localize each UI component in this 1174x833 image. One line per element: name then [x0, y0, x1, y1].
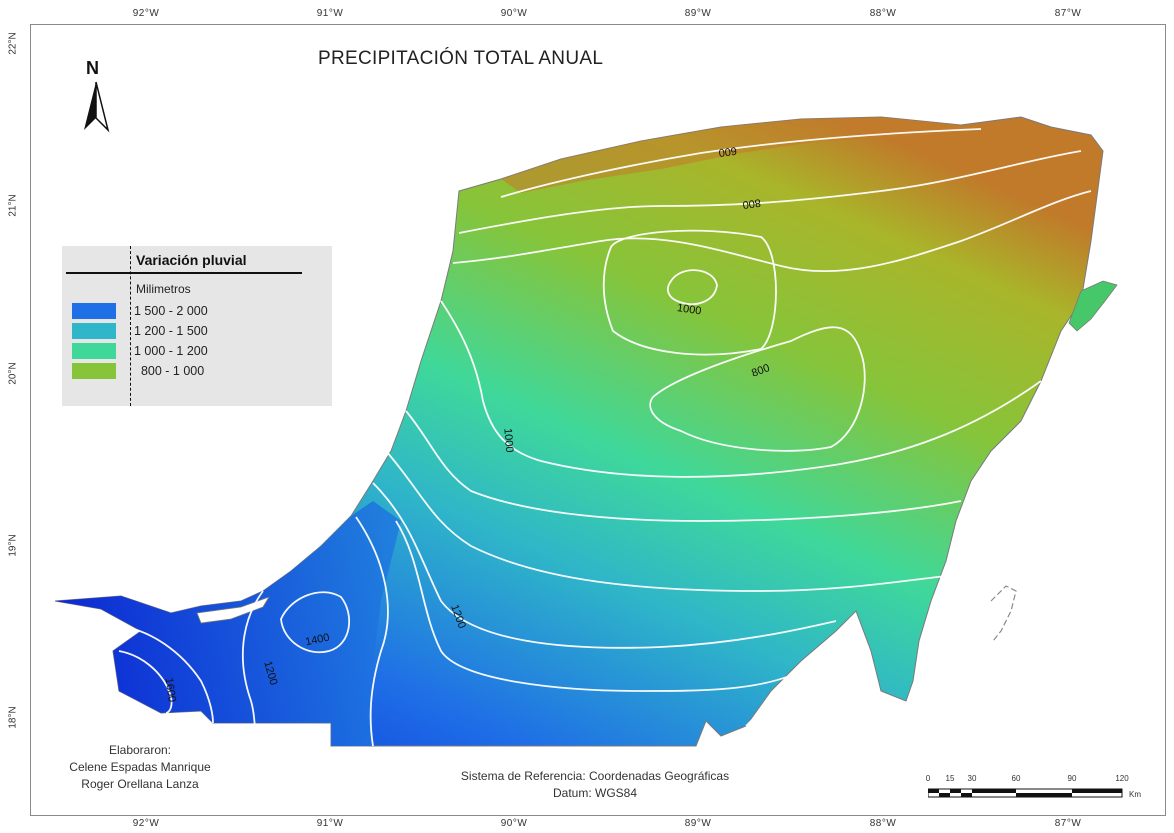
latitude-label-19n: 19°N: [7, 534, 19, 557]
contour-1400-ring: [280, 591, 350, 654]
legend-rule: [66, 272, 302, 274]
contour-1000-main: [440, 300, 1042, 478]
map-frame: 600 800 1000 800 1000 1200 1400 1200 160…: [30, 24, 1166, 816]
longitude-label-89w-bottom: 89°W: [684, 818, 712, 829]
contour-label-1000-main: 1000: [501, 428, 515, 453]
legend-swatch: [72, 363, 116, 379]
scale-tick-label: 0: [925, 774, 931, 783]
scale-tick-label: 90: [1067, 774, 1077, 783]
contour-west-1600-inner: [118, 650, 173, 714]
scale-bar-graphic: [928, 788, 1123, 798]
reference-system: Sistema de Referencia: Coordenadas Geogr…: [460, 769, 730, 783]
map-canvas: 600 800 1000 800 1000 1200 1400 1200 160…: [54, 116, 1118, 747]
contour-1200-western: [355, 516, 389, 747]
reference-block: Sistema de Referencia: Coordenadas Geogr…: [400, 768, 790, 802]
legend-item: 1 200 - 1 500: [72, 322, 208, 340]
legend-item-label: 1 500 - 2 000: [134, 304, 208, 318]
legend-item-label: 800 - 1 000: [134, 364, 205, 378]
longitude-label-88w-bottom: 88°W: [869, 818, 897, 829]
longitude-label-92w: 92°W: [132, 8, 160, 19]
isohyet-labels: 600 800 1000 800 1000 1200 1400 1200 160…: [163, 144, 772, 703]
longitude-label-92w-bottom: 92°W: [132, 818, 160, 829]
laguna-island: [196, 596, 270, 624]
legend-item: 1 500 - 2 000: [72, 302, 208, 320]
legend-item: 800 - 1 000: [72, 362, 204, 380]
longitude-label-91w-bottom: 91°W: [316, 818, 344, 829]
contour-label-1600: 1600: [163, 677, 178, 703]
credits-heading: Elaboraron:: [108, 743, 172, 757]
contour-800-north: [458, 150, 1082, 234]
contour-label-600: 600: [718, 144, 738, 158]
southwest-wet-zone: [55, 501, 401, 746]
contour-1000-ring: [602, 229, 777, 356]
legend-item: 1 000 - 1 200: [72, 342, 208, 360]
contour-south-c: [372, 482, 837, 649]
latitude-label-21n: 21°N: [7, 194, 19, 217]
contour-label-1000-inner: 1000: [676, 302, 702, 317]
isohyet-lines: [118, 128, 1092, 747]
contour-south-d: [395, 520, 802, 692]
longitude-label-90w-bottom: 90°W: [500, 818, 528, 829]
credits-author-1: Celene Espadas Manrique: [69, 760, 211, 774]
longitude-label-87w: 87°W: [1054, 8, 1082, 19]
north-arrow-label: N: [86, 58, 99, 78]
contour-south-a: [405, 410, 962, 522]
north-arrow-icon: [84, 81, 110, 133]
legend-title: Variación pluvial: [136, 252, 247, 268]
credits-block: Elaboraron: Celene Espadas Manrique Roge…: [40, 742, 240, 793]
longitude-label-91w: 91°W: [316, 8, 344, 19]
latitude-label-22n: 22°N: [7, 32, 19, 55]
contour-west-1200: [241, 590, 264, 747]
contour-800-dry-pocket: [649, 326, 866, 452]
cozumel-island: [1068, 280, 1118, 332]
map-title: PRECIPITACIÓN TOTAL ANUAL: [318, 48, 604, 69]
longitude-label-89w: 89°W: [684, 8, 712, 19]
legend-item-label: 1 200 - 1 500: [134, 324, 208, 338]
longitude-label-87w-bottom: 87°W: [1054, 818, 1082, 829]
scale-bar: 0 15 30 60 90 120 Km: [924, 774, 1141, 804]
scale-tick-label: 120: [1115, 774, 1129, 783]
scale-unit: Km: [1129, 790, 1141, 799]
latitude-label-18n: 18°N: [7, 706, 19, 729]
legend-item-label: 1 000 - 1 200: [134, 344, 208, 358]
contour-600: [500, 128, 982, 198]
contour-north-loop: [452, 190, 1092, 273]
scale-tick-label: 15: [945, 774, 955, 783]
longitude-label-90w: 90°W: [500, 8, 528, 19]
contour-label-800-pocket: 800: [750, 362, 771, 380]
legend-divider: [130, 246, 131, 406]
latitude-label-20n: 20°N: [7, 362, 19, 385]
contour-label-800-north: 800: [742, 196, 762, 210]
contour-south-b: [385, 450, 947, 592]
contour-southeast-b: [745, 690, 812, 727]
legend-swatch: [72, 303, 116, 319]
legend-swatch: [72, 343, 116, 359]
contour-label-1400: 1400: [304, 632, 330, 649]
contour-1000-inner: [667, 269, 718, 306]
belize-coast-outline: [990, 585, 1017, 642]
scale-tick-label: 30: [967, 774, 977, 783]
contour-west-1600: [120, 625, 214, 724]
reference-datum: Datum: WGS84: [552, 786, 638, 800]
longitude-label-88w: 88°W: [869, 8, 897, 19]
scale-tick-label: 60: [1011, 774, 1021, 783]
legend-swatch: [72, 323, 116, 339]
legend-subtitle: Milimetros: [136, 282, 191, 296]
credits-author-2: Roger Orellana Lanza: [81, 777, 199, 791]
